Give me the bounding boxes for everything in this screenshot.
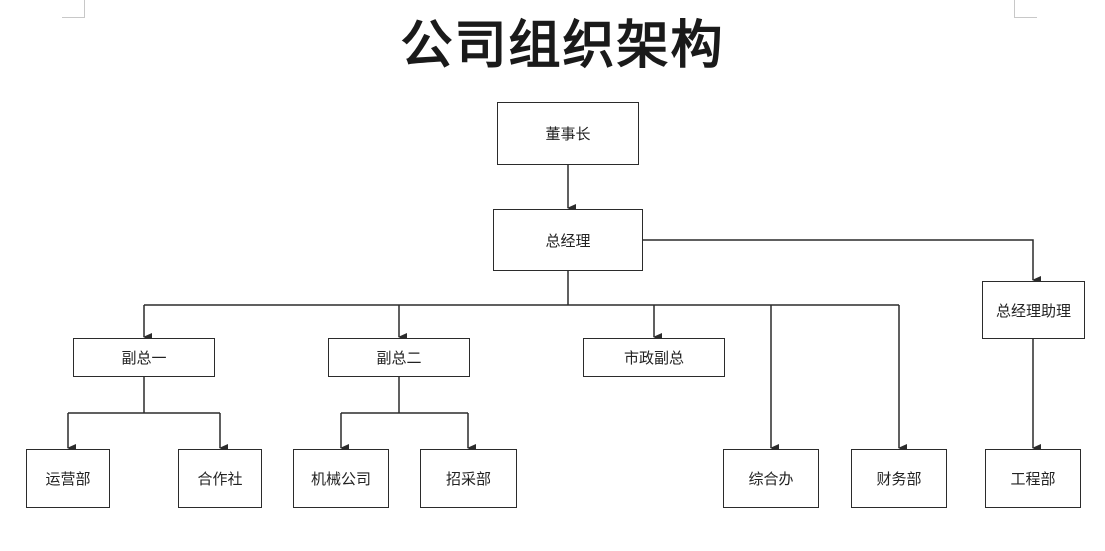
- edge-gm-assistant: [642, 239, 1041, 284]
- node-vp-one: 副总一: [73, 338, 215, 377]
- node-general-office: 综合办: [723, 449, 819, 508]
- node-finance: 财务部: [851, 449, 947, 508]
- page-corner-mark-left: [62, 0, 85, 18]
- node-chairman: 董事长: [497, 102, 639, 165]
- node-general-manager: 总经理: [493, 209, 643, 271]
- node-engineering: 工程部: [985, 449, 1081, 508]
- node-cooperative: 合作社: [178, 449, 262, 508]
- node-procurement: 招采部: [420, 449, 517, 508]
- page-title: 公司组织架构: [400, 16, 725, 76]
- page-corner-mark-right: [1014, 0, 1037, 18]
- node-machinery: 机械公司: [293, 449, 389, 508]
- node-gm-assistant: 总经理助理: [982, 281, 1085, 339]
- node-vp-two: 副总二: [328, 338, 470, 377]
- node-vp-municipal: 市政副总: [583, 338, 725, 377]
- node-operations: 运营部: [26, 449, 110, 508]
